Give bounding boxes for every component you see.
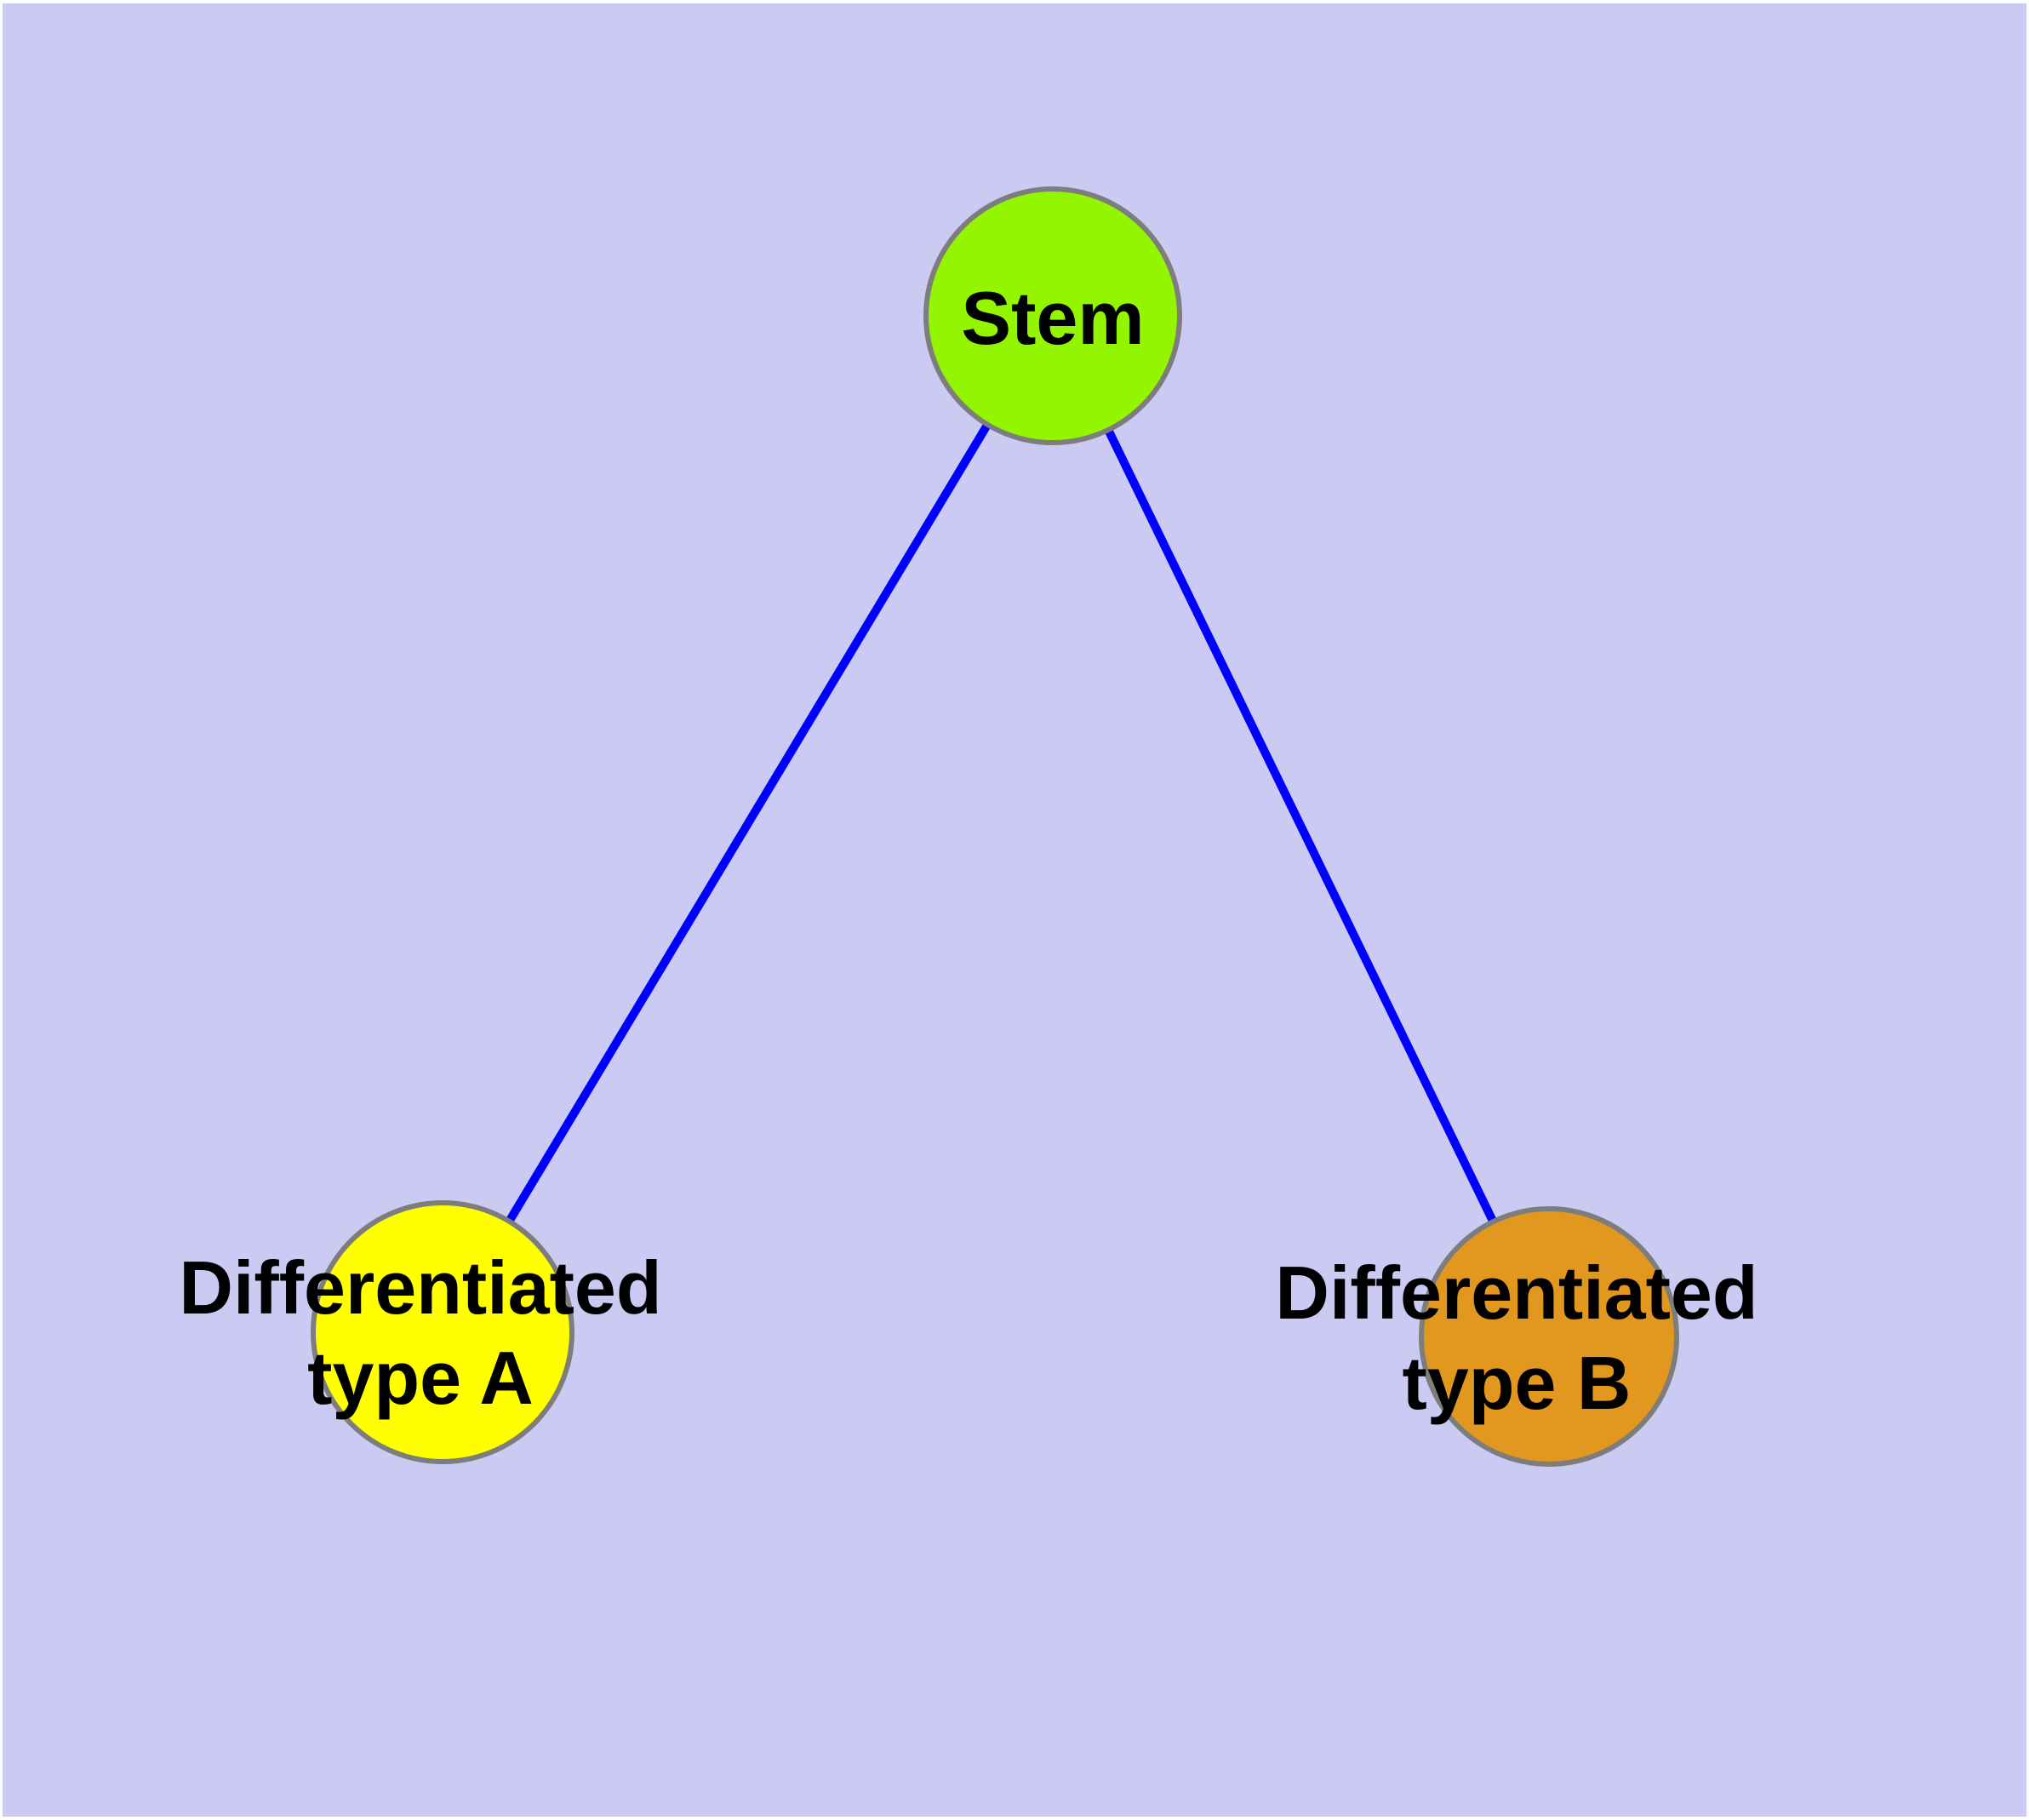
node-type-b-label-line1: Differentiated [1275, 1251, 1758, 1335]
node-type-b-circle [1419, 1206, 1679, 1467]
node-stem-label: Stem [961, 276, 1145, 360]
node-type-a-label-line1: Differentiated [179, 1245, 662, 1330]
node-stem-circle [923, 186, 1182, 445]
node-type-a-label: Differentiated type A [179, 1243, 661, 1423]
edge-stem-to-type-b [1049, 313, 1553, 1339]
edge-stem-to-type-a [438, 313, 1057, 1335]
node-type-a-circle [311, 1200, 574, 1464]
node-type-b-label: Differentiated type B [1275, 1248, 1758, 1428]
node-type-a-label-line2: type A [307, 1336, 534, 1420]
node-type-b-label-line2: type B [1402, 1341, 1632, 1425]
